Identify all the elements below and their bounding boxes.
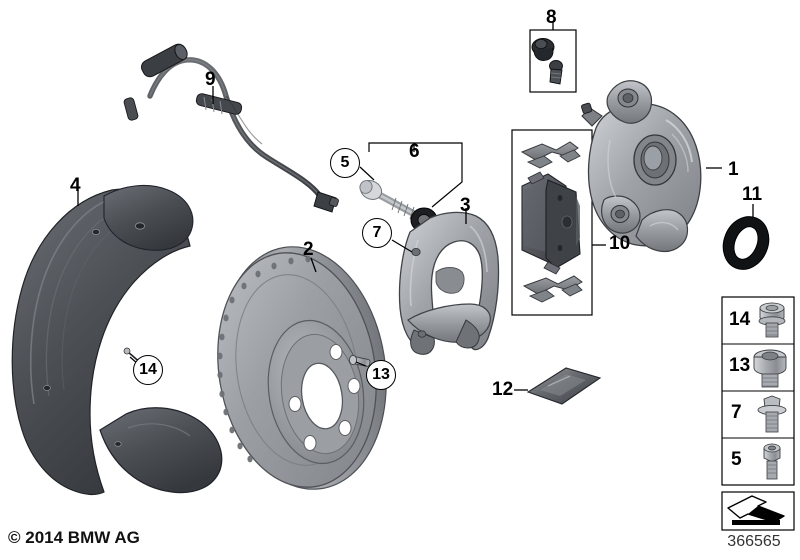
callout-label-11: 11: [742, 184, 763, 205]
table-row-number-5: 5: [731, 449, 742, 470]
table-fastener-14: [758, 302, 786, 338]
part-brake-dust-shield: [11, 185, 223, 496]
sensor-ribbed-section: [195, 93, 243, 115]
table-fastener-5: [763, 443, 781, 480]
callout-label-8: 8: [546, 7, 557, 28]
leader-13: [355, 361, 367, 367]
disc-set-screw: [348, 354, 371, 367]
pad-retaining-clip-lower: [522, 275, 583, 303]
part-guide-bolt-assembly: [359, 142, 463, 238]
table-row-number-7: 7: [731, 402, 742, 423]
diagram-id-label: 366565: [727, 533, 781, 550]
caliper-bleed-boss: [581, 102, 603, 127]
part-ventilated-brake-disc: [217, 246, 387, 490]
callout-label-1: 1: [728, 159, 739, 180]
table-fastener-13: [753, 349, 787, 388]
disc-lug-holes: [288, 344, 361, 451]
bleeder-screw: [549, 60, 563, 85]
part-brake-pad-set: [511, 129, 606, 316]
sensor-connector: [141, 43, 188, 78]
guide-bolt-head: [359, 180, 383, 200]
disc-cooling-vents: [217, 255, 311, 463]
copyright-notice: © 2014 BMW AG: [8, 528, 140, 547]
pad-retaining-clip-upper: [520, 141, 581, 169]
table-row-number-13: 13: [729, 355, 751, 376]
callout-circle-13: 13: [366, 360, 396, 390]
table-row-number-14: 14: [729, 309, 751, 330]
callout-label-12: 12: [492, 379, 514, 400]
callout-label-3: 3: [460, 195, 471, 216]
part-lubricant-paste-sachet: [514, 367, 602, 405]
parts-table: [721, 296, 795, 486]
part-caliper-carrier-bracket: [391, 208, 500, 355]
direction-arrow-box: [721, 491, 795, 531]
callout-circle-14: 14: [133, 355, 163, 385]
callout-label-10: 10: [609, 233, 631, 254]
callout-label-4: 4: [70, 175, 81, 196]
table-fastener-7: [757, 395, 787, 433]
callout-circle-7: 7: [362, 218, 392, 248]
part-caliper-piston-seal-ring: [722, 204, 770, 270]
part-bleeder-valve-group: [529, 22, 577, 93]
sensor-plug: [313, 191, 339, 213]
part-brake-pad-wear-sensor: [123, 43, 339, 213]
callout-label-9: 9: [205, 69, 216, 90]
brake-pad-outer: [545, 179, 581, 269]
callout-label-2: 2: [303, 239, 314, 260]
callout-circle-5: 5: [330, 148, 360, 178]
callout-label-6: 6: [409, 141, 420, 162]
bleeder-cap: [531, 38, 555, 61]
sensor-cable-clip: [123, 97, 139, 121]
part-brake-caliper-housing: [581, 80, 722, 253]
